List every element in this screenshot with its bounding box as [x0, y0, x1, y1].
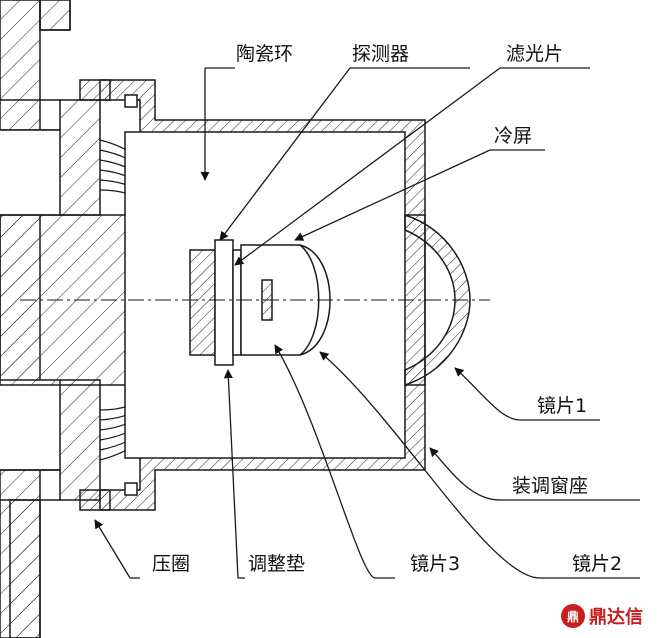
watermark-text: 鼎达信: [589, 606, 643, 628]
label-lens-2: 镜片2: [572, 553, 622, 575]
detector-assembly: [189, 239, 242, 366]
watermark-badge-text: 鼎: [567, 610, 579, 624]
label-ceramic-ring: 陶瓷环: [236, 43, 293, 65]
label-pressure-ring: 压圈: [152, 553, 190, 575]
label-detector: 探测器: [352, 43, 409, 65]
leader-lines: [94, 67, 640, 579]
label-adjust-pad: 调整垫: [248, 553, 305, 575]
label-adjust-window-seat: 装调窗座: [512, 475, 588, 497]
pressure-ring: [79, 79, 138, 511]
label-lens-3: 镜片3: [410, 553, 460, 575]
watermark-logo: 鼎 鼎达信: [561, 604, 643, 628]
label-cold-shield: 冷屏: [494, 125, 532, 147]
label-filter: 滤光片: [506, 43, 563, 65]
watermark-badge-icon: [561, 604, 585, 628]
label-lens-1: 镜片1: [537, 395, 587, 417]
